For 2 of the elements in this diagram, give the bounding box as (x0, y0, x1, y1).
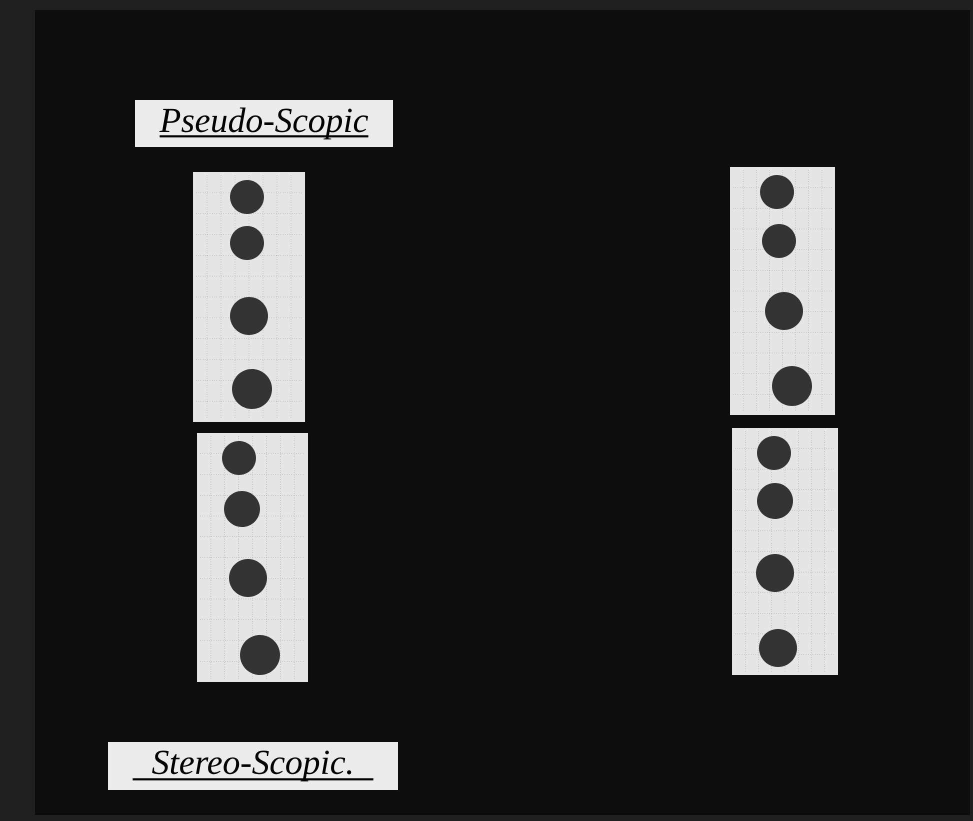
label-card: Stereo-Scopic. (108, 742, 398, 790)
label-card: Pseudo-Scopic (135, 100, 393, 147)
